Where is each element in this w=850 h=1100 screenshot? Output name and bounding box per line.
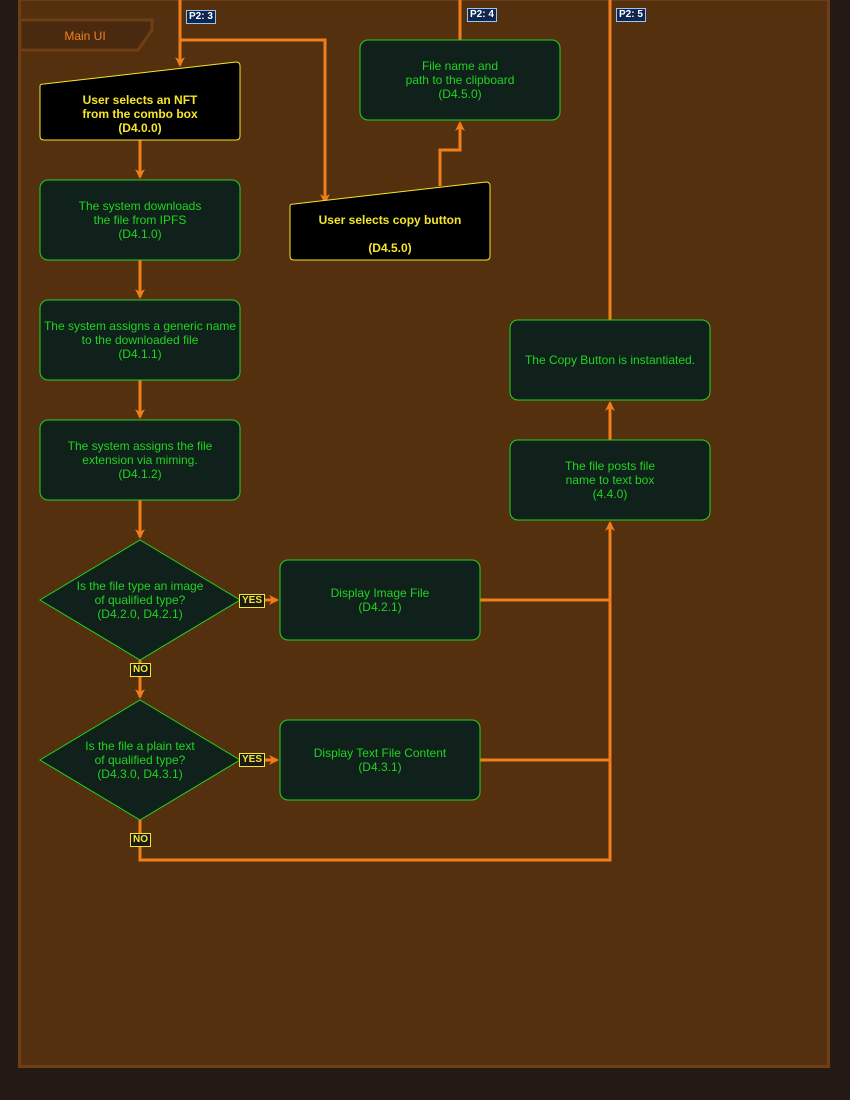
node-is-text-shape	[39, 699, 241, 821]
node-display-text-shape	[279, 719, 481, 801]
node-is-text: Is the file a plain text of qualified ty…	[85, 739, 195, 781]
node-extension-shape	[39, 419, 241, 501]
node-select-copy-shape	[289, 181, 491, 261]
edge-label-no-image: NO	[130, 663, 151, 677]
node-select-nft: User selects an NFT from the combo box (…	[82, 93, 198, 135]
node-copy-button: The Copy Button is instantiated.	[524, 353, 696, 367]
node-download-shape	[39, 179, 241, 261]
edge-label-yes-image: YES	[239, 594, 266, 608]
node-generic-name: The system assigns a generic name to the…	[43, 319, 237, 361]
edge-copy-select-to-clipboard	[438, 121, 465, 186]
edge-p3-to-copy-select	[180, 38, 330, 204]
edge-label-no-text: NO	[130, 833, 151, 847]
node-copy-button-shape	[509, 319, 711, 401]
main-ui-tab	[18, 18, 154, 52]
main-ui-canvas	[18, 0, 830, 1068]
node-generic-name-shape	[39, 299, 241, 381]
node-posts-name-shape	[509, 439, 711, 521]
node-download: The system downloads the file from IPFS …	[78, 199, 202, 241]
node-select-nft-shape	[39, 61, 241, 141]
node-display-image: Display Image File (D4.2.1)	[330, 586, 430, 614]
node-select-copy: User selects copy button (D4.5.0)	[318, 213, 462, 255]
edge-label-yes-text: YES	[239, 753, 266, 767]
page-ref-p5[interactable]: P2: 5	[616, 8, 646, 22]
node-clipboard-shape	[359, 39, 561, 121]
node-extension: The system assigns the file extension vi…	[67, 439, 213, 481]
node-posts-name: The file posts file name to text box (4.…	[564, 459, 656, 501]
tab-main-ui[interactable]: Main UI	[64, 29, 106, 43]
node-is-image: Is the file type an image of qualified t…	[76, 579, 204, 621]
node-clipboard: File name and path to the clipboard (D4.…	[405, 59, 515, 101]
page-ref-p3[interactable]: P2: 3	[186, 10, 216, 24]
node-display-image-shape	[279, 559, 481, 641]
node-is-image-shape	[39, 539, 241, 661]
node-display-text: Display Text File Content (D4.3.1)	[313, 746, 447, 774]
page-ref-p4[interactable]: P2: 4	[467, 8, 497, 22]
